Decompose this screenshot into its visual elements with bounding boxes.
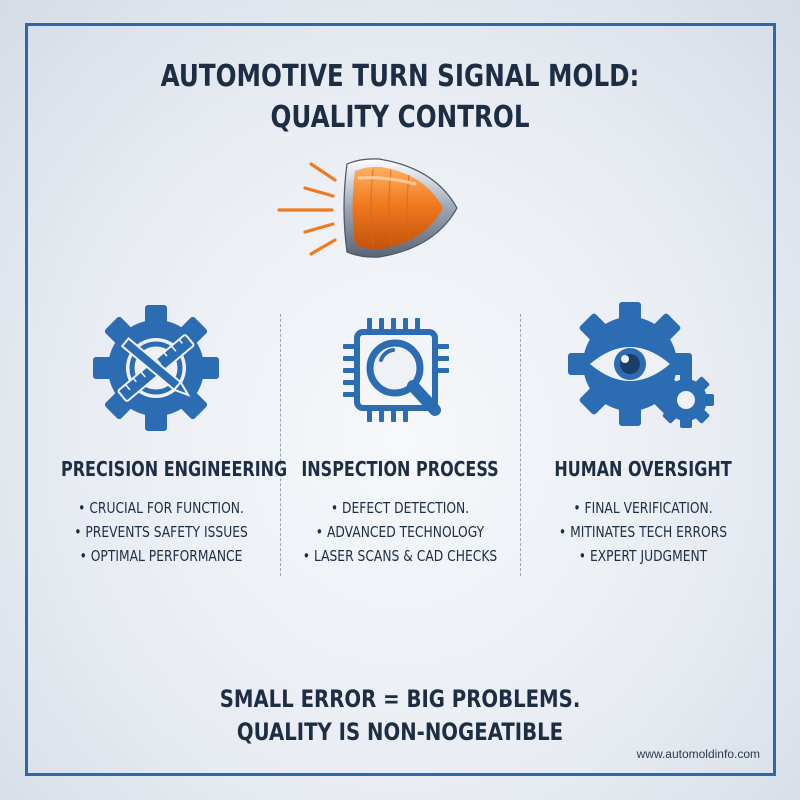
list-item: CRUCIAL FOR FUNCTION. (59, 496, 264, 520)
page-title: AUTOMOTIVE TURN SIGNAL MOLD: QUALITY CON… (72, 58, 728, 136)
bullet-list: CRUCIAL FOR FUNCTION. PREVENTS SAFETY IS… (36, 496, 286, 568)
list-item: LASER SCANS & CAD CHECKS (298, 544, 503, 568)
bullet-list: FINAL VERIFICATION. MITINATES TECH ERROR… (518, 496, 768, 568)
column-heading: INSPECTION PROCESS (301, 457, 499, 481)
list-item: OPTIMAL PERFORMANCE (59, 544, 264, 568)
list-item: DEFECT DETECTION. (298, 496, 503, 520)
bottom-message: SMALL ERROR = BIG PROBLEMS. QUALITY IS N… (72, 683, 728, 749)
website-link[interactable]: www.automoldinfo.com (636, 747, 760, 761)
gear-tools-icon (93, 305, 219, 431)
border-frame (25, 23, 776, 776)
chip-magnifier-icon (343, 318, 449, 422)
turn-signal-lamp-icon (277, 158, 458, 258)
list-item: EXPERT JUDGMENT (541, 544, 746, 568)
list-item: MITINATES TECH ERRORS (541, 520, 746, 544)
gear-eye-icon (568, 302, 714, 428)
column-divider-2 (520, 314, 521, 576)
bullet-list: DEFECT DETECTION. ADVANCED TECHNOLOGY LA… (275, 496, 525, 568)
title-line-2: QUALITY CONTROL (270, 100, 530, 135)
bottom-line-2: QUALITY IS NON-NOGEATIBLE (236, 718, 564, 746)
column-heading: PRECISION ENGINEERING (61, 457, 288, 481)
list-item: PREVENTS SAFETY ISSUES (59, 520, 264, 544)
column-divider-1 (280, 314, 281, 576)
title-line-1: AUTOMOTIVE TURN SIGNAL MOLD: (160, 59, 640, 94)
list-item: ADVANCED TECHNOLOGY (298, 520, 503, 544)
bottom-line-1: SMALL ERROR = BIG PROBLEMS. (219, 685, 581, 713)
column-heading: HUMAN OVERSIGHT (554, 457, 732, 481)
list-item: FINAL VERIFICATION. (541, 496, 746, 520)
